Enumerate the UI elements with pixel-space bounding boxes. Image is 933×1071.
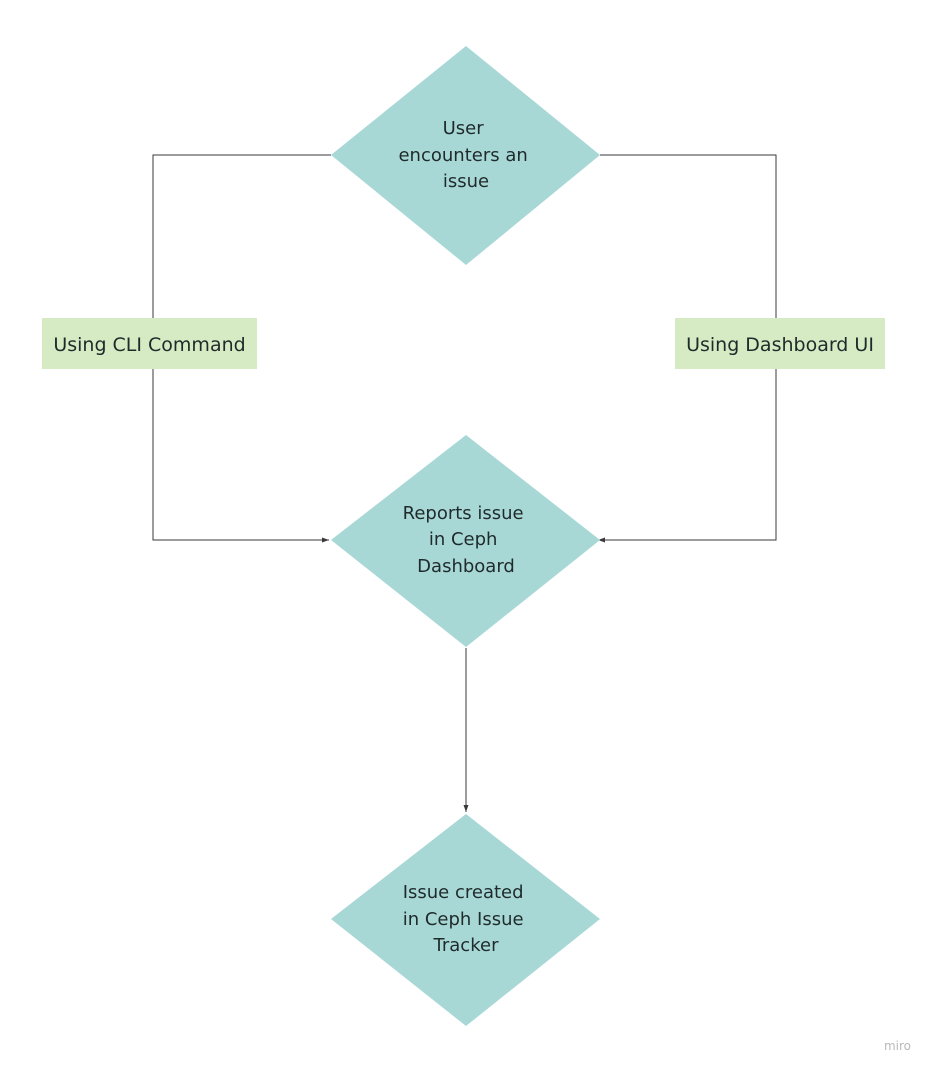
node-created-line-1: Issue created — [403, 882, 524, 903]
edge-label-dashboard-box — [675, 318, 885, 369]
edge-label-dashboard-text: Using Dashboard UI — [686, 334, 874, 356]
node-reports-line-2: in Ceph — [429, 529, 498, 550]
node-user-encounters-issue: User encounters an issue — [331, 46, 600, 265]
node-user-encounters-issue-shape — [331, 46, 600, 265]
node-reports-line-1: Reports issue — [403, 503, 524, 524]
node-user-line-1: User — [443, 118, 485, 139]
node-user-line-2: encounters an — [398, 145, 527, 166]
node-user-line-3: issue — [443, 171, 489, 192]
node-issue-created: Issue created in Ceph Issue Tracker — [331, 814, 600, 1026]
edge-label-dashboard: Using Dashboard UI — [675, 318, 885, 369]
node-reports-line-3: Dashboard — [417, 556, 515, 577]
node-created-line-2: in Ceph Issue — [403, 909, 524, 930]
edge-label-cli: Using CLI Command — [42, 318, 257, 369]
miro-watermark: miro — [884, 1039, 911, 1053]
node-issue-created-text: Issue created in Ceph Issue Tracker — [403, 882, 530, 956]
edge-label-cli-box — [42, 318, 257, 369]
node-created-line-3: Tracker — [433, 935, 500, 956]
node-reports-issue-shape — [331, 435, 600, 647]
edge-label-cli-text: Using CLI Command — [53, 334, 245, 356]
node-issue-created-shape — [331, 814, 600, 1026]
node-user-encounters-issue-text: User encounters an issue — [398, 118, 533, 192]
node-reports-issue: Reports issue in Ceph Dashboard — [331, 435, 600, 647]
node-reports-issue-text: Reports issue in Ceph Dashboard — [403, 503, 530, 577]
